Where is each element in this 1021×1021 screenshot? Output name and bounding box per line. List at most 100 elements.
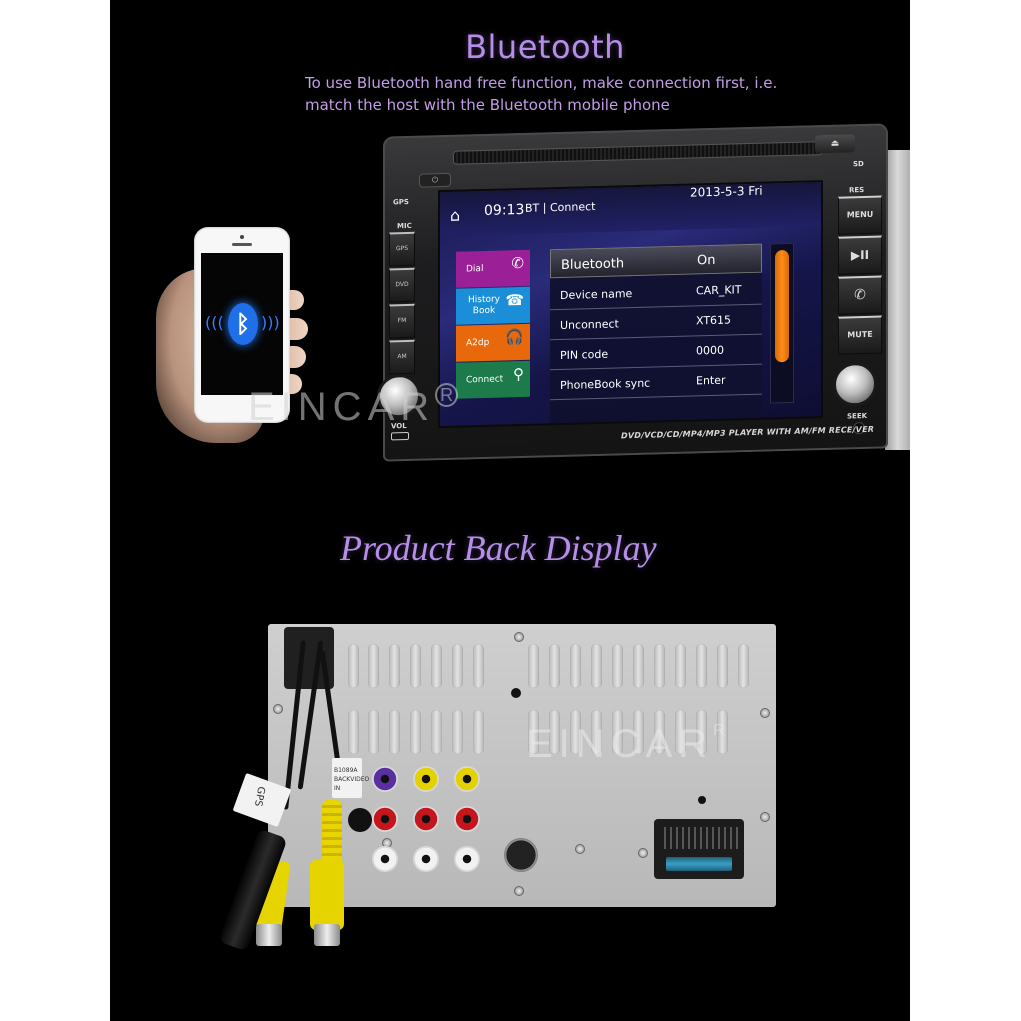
dvd-button[interactable]: DVD bbox=[389, 267, 415, 303]
rca-plug-tip bbox=[256, 924, 282, 946]
mount-hole bbox=[698, 796, 706, 804]
sd-slot-label: SD bbox=[853, 160, 864, 169]
vent bbox=[528, 710, 539, 754]
usb-port[interactable] bbox=[391, 431, 409, 441]
menu-button[interactable]: MENU bbox=[838, 195, 882, 235]
scrollbar-thumb[interactable] bbox=[775, 249, 789, 363]
bt-connect-status: BT | Connect bbox=[525, 200, 596, 215]
vent bbox=[633, 710, 644, 754]
setting-row-unconnect[interactable]: Unconnect XT615 bbox=[550, 305, 762, 341]
setting-row-device-name[interactable]: Device name CAR_KIT bbox=[550, 275, 762, 311]
mute-button[interactable]: MUTE bbox=[838, 315, 882, 355]
date-display: 2013-5-3 Fri bbox=[690, 183, 763, 200]
vent bbox=[633, 644, 644, 688]
signal-waves-right-icon: ))) bbox=[261, 313, 280, 332]
screw bbox=[760, 812, 770, 822]
harness-pins bbox=[660, 827, 738, 849]
screw bbox=[760, 708, 770, 718]
vent bbox=[410, 710, 421, 754]
phone-camera bbox=[240, 235, 244, 239]
yellow-rca-sleeve bbox=[322, 800, 342, 870]
screw bbox=[638, 848, 648, 858]
gps-button[interactable]: GPS bbox=[389, 231, 415, 267]
setting-value: Enter bbox=[696, 373, 726, 388]
product-panel: Bluetooth To use Bluetooth hand free fun… bbox=[110, 0, 910, 1021]
rca-jack-white[interactable] bbox=[413, 846, 439, 872]
disc-slot bbox=[453, 141, 823, 165]
eject-button[interactable]: ⏏ bbox=[815, 134, 855, 154]
setting-row-pin-code[interactable]: PIN code 0000 bbox=[550, 335, 762, 371]
chassis-side bbox=[885, 150, 910, 450]
rca-jack-white[interactable] bbox=[372, 846, 398, 872]
fm-button[interactable]: FM bbox=[389, 303, 415, 339]
setting-row-phonebook-sync[interactable]: PhoneBook sync Enter bbox=[550, 365, 762, 401]
vent bbox=[473, 710, 484, 754]
a2dp-tile[interactable]: A2dp 🎧 bbox=[456, 323, 530, 362]
rca-jack-red[interactable] bbox=[372, 806, 398, 832]
settings-scrollbar[interactable] bbox=[770, 242, 794, 404]
vent bbox=[452, 644, 463, 688]
bluetooth-description-line2: match the host with the Bluetooth mobile… bbox=[305, 96, 670, 114]
am-button[interactable]: AM bbox=[389, 339, 415, 375]
setting-key: Device name bbox=[560, 287, 633, 302]
connect-tile[interactable]: Connect ⚲ bbox=[456, 360, 530, 399]
back-display-title: Product Back Display bbox=[340, 528, 657, 568]
bluetooth-settings-screen: ⌂ 09:13 BT | Connect 2013-5-3 Fri Dial ✆… bbox=[438, 180, 823, 429]
play-pause-icon[interactable]: ▶II bbox=[838, 235, 882, 275]
dial-phone-icon: ✆ bbox=[511, 253, 524, 273]
a2dp-label: A2dp bbox=[466, 337, 490, 348]
setting-row-bluetooth[interactable]: Bluetooth On bbox=[550, 243, 762, 279]
search-icon: ⚲ bbox=[513, 364, 524, 384]
rca-jack-white[interactable] bbox=[454, 846, 480, 872]
bluetooth-icon: ᛒ bbox=[228, 303, 258, 345]
rca-jack-yellow[interactable] bbox=[454, 766, 480, 792]
vent bbox=[389, 710, 400, 754]
history-book-tile[interactable]: History Book ☎ bbox=[456, 286, 530, 325]
vent bbox=[368, 644, 379, 688]
reset-label: RES bbox=[849, 186, 865, 195]
yellow-rca-plug[interactable] bbox=[310, 860, 344, 930]
phonebook-icon: ☎ bbox=[505, 290, 524, 310]
brand-watermark-back: EINCARR bbox=[526, 722, 731, 766]
dial-label: Dial bbox=[466, 263, 484, 274]
status-bar: ⌂ 09:13 BT | Connect 2013-5-3 Fri bbox=[440, 182, 821, 237]
screw bbox=[514, 886, 524, 896]
dial-tile[interactable]: Dial ✆ bbox=[456, 249, 530, 288]
screw bbox=[575, 844, 585, 854]
seek-label: SEEK bbox=[847, 411, 868, 421]
screw bbox=[514, 632, 524, 642]
vent bbox=[696, 644, 707, 688]
clock-time: 09:13 bbox=[484, 201, 525, 219]
setting-value: CAR_KIT bbox=[696, 283, 742, 298]
car-stereo-head-unit: ⏏ ⏻ GPS MIC SD RES GPS DVD FM AM MENU ▶I… bbox=[377, 123, 888, 462]
power-button[interactable]: ⏻ bbox=[419, 172, 451, 188]
vent bbox=[431, 710, 442, 754]
rca-jack-red[interactable] bbox=[413, 806, 439, 832]
rca-jack-red[interactable] bbox=[454, 806, 480, 832]
mic-label: MIC bbox=[397, 221, 412, 231]
bluetooth-settings-list: Bluetooth On Device name CAR_KIT Unconne… bbox=[550, 243, 762, 428]
vent bbox=[431, 644, 442, 688]
vent bbox=[675, 710, 686, 754]
setting-key: Bluetooth bbox=[561, 256, 625, 273]
connect-label: Connect bbox=[466, 373, 504, 385]
setting-key: Unconnect bbox=[560, 317, 619, 332]
rca-jack-yellow[interactable] bbox=[413, 766, 439, 792]
mini-din-port[interactable] bbox=[504, 838, 538, 872]
wiring-harness-connector[interactable] bbox=[654, 819, 744, 879]
phone-icon[interactable]: ✆ bbox=[838, 275, 882, 315]
screw bbox=[273, 704, 283, 714]
vent bbox=[612, 644, 623, 688]
home-icon[interactable]: ⌂ bbox=[450, 205, 461, 225]
antenna-port[interactable] bbox=[348, 808, 372, 832]
vent bbox=[473, 644, 484, 688]
setting-value: On bbox=[697, 252, 716, 269]
seek-knob[interactable] bbox=[833, 361, 877, 407]
vent bbox=[591, 710, 602, 754]
vent bbox=[591, 644, 602, 688]
rca-jack-purple[interactable] bbox=[372, 766, 398, 792]
model-caption: DVD/VCD/CD/MP4/MP3 PLAYER WITH AM/FM REC… bbox=[621, 424, 875, 441]
vent bbox=[528, 644, 539, 688]
setting-key: PhoneBook sync bbox=[560, 376, 651, 392]
